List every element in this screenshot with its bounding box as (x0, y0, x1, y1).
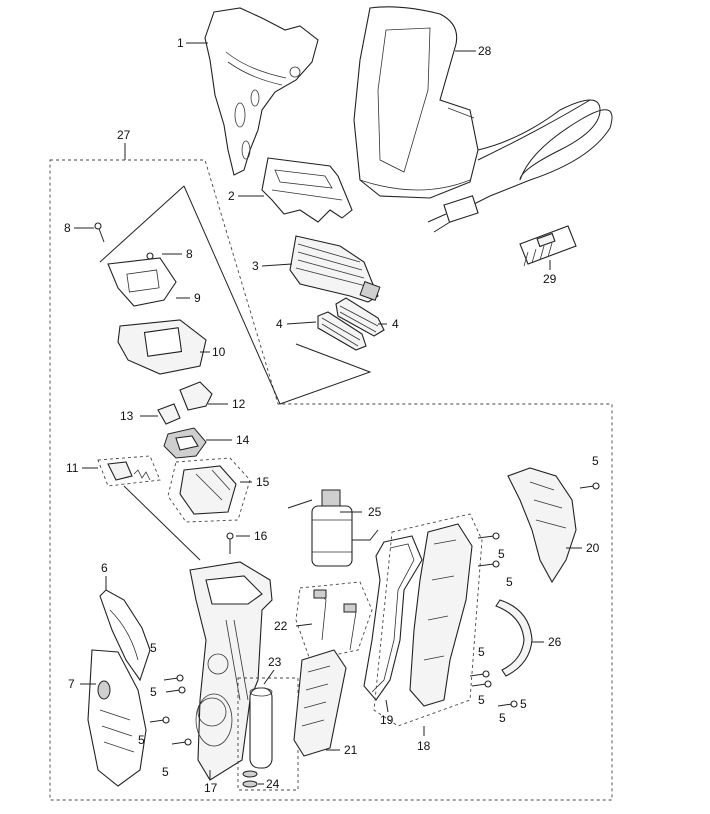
part-6-grip-panel (99, 589, 151, 682)
part-17-main-frame (189, 561, 273, 781)
part-14-seal (163, 427, 207, 459)
callout-12: 12 (232, 397, 246, 411)
callout-5-k: 5 (499, 711, 506, 725)
callout-8a: 8 (64, 221, 71, 235)
callout-15: 15 (256, 475, 270, 489)
callout-14: 14 (236, 433, 250, 447)
part-13-clip (157, 403, 181, 425)
part-11-spring-assembly (97, 455, 161, 487)
callout-4b: 4 (392, 317, 399, 331)
callout-3: 3 (252, 259, 259, 273)
callout-5-g: 5 (150, 641, 157, 655)
part-3-inner-blade (289, 235, 381, 303)
callout-18: 18 (417, 739, 431, 753)
callout-5-d: 5 (478, 645, 485, 659)
callout-5-i: 5 (138, 733, 145, 747)
part-25-motor (287, 489, 379, 567)
callout-2: 2 (228, 189, 235, 203)
part-7-rear-cover (87, 649, 147, 787)
part-22-contacts (295, 581, 373, 661)
part-10-frame (117, 319, 207, 375)
part-21-pcb (293, 649, 347, 757)
callout-29: 29 (543, 272, 557, 286)
callout-5-h: 5 (150, 685, 157, 699)
callout-10: 10 (212, 345, 226, 359)
callout-19: 19 (380, 713, 394, 727)
callout-23: 23 (268, 655, 282, 669)
part-12-clip (179, 381, 213, 411)
part-26-bracket (495, 599, 533, 677)
part-16-screw (226, 532, 234, 554)
callout-21: 21 (344, 743, 358, 757)
callout-25: 25 (368, 505, 382, 519)
part-1-outer-frame (204, 7, 319, 176)
callout-4a: 4 (276, 317, 283, 331)
callout-5-b: 5 (498, 547, 505, 561)
part-19-gasket (363, 535, 423, 701)
callout-9: 9 (194, 291, 201, 305)
part-15-housing (167, 457, 251, 523)
callout-13: 13 (120, 409, 134, 423)
callout-16: 16 (254, 529, 268, 543)
part-20-cover (507, 467, 577, 584)
callout-27: 27 (117, 128, 131, 142)
callout-5-a: 5 (592, 454, 599, 468)
part-18-case (373, 513, 483, 727)
callout-28: 28 (478, 44, 492, 58)
part-4-inner-blades (317, 297, 385, 351)
callout-11: 11 (66, 461, 79, 475)
callout-1: 1 (177, 36, 184, 50)
screw-5-set (149, 482, 600, 746)
callout-7: 7 (68, 677, 75, 691)
callout-8b: 8 (186, 247, 193, 261)
callout-6: 6 (101, 561, 108, 575)
callout-5-c: 5 (506, 575, 513, 589)
part-23-battery (237, 677, 299, 791)
part-2-foil-frame (261, 157, 353, 223)
leader-lines (74, 42, 582, 785)
callout-5-e: 5 (478, 693, 485, 707)
part-24-washers (242, 770, 258, 788)
callout-5-j: 5 (162, 765, 169, 779)
callout-labels: 1 2 3 4 4 28 29 27 8 8 9 10 12 13 14 11 … (64, 36, 600, 795)
part-28-charging-stand (353, 6, 613, 233)
callout-26: 26 (548, 635, 562, 649)
part-9-plate (107, 257, 177, 307)
part-29-cleaning-brush (519, 225, 577, 267)
callout-20: 20 (586, 541, 600, 555)
callout-24: 24 (266, 777, 280, 791)
callout-17: 17 (204, 781, 218, 795)
callout-5-f: 5 (520, 697, 527, 711)
callout-22: 22 (274, 619, 288, 633)
